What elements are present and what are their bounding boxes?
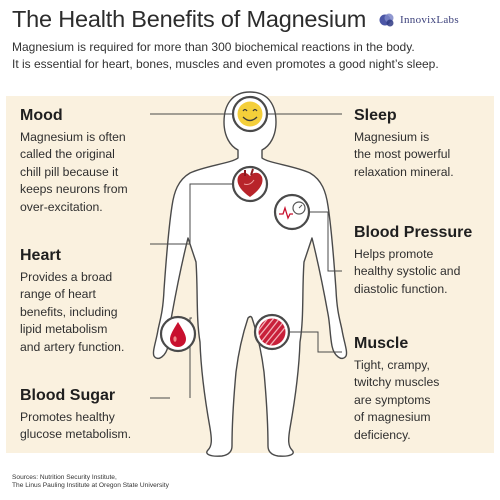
desc-line: Tight, crampy, (354, 358, 430, 372)
muscle-connector (286, 331, 342, 353)
blood-sugar-connector (189, 317, 192, 398)
sources-line: The Linus Pauling Institute at Oregon St… (12, 482, 169, 490)
desc-line: and artery function. (20, 339, 125, 354)
desc-line: chill pill because it (20, 164, 119, 179)
desc-line: range of heart (20, 287, 96, 302)
brand-logo: InnovixLabs (378, 8, 496, 32)
sources-line: Sources: Nutrition Security Institute, (12, 474, 117, 481)
desc-line: Provides a broad (20, 270, 113, 284)
desc-line: benefits, including (20, 304, 118, 319)
desc-line: deficiency. (354, 427, 411, 442)
benefit-blood-sugar: Blood Sugar Promotes healthy glucose met… (20, 386, 180, 444)
benefit-description: Magnesium is the most powerful relaxatio… (354, 129, 494, 181)
desc-line: Promotes healthy (20, 410, 115, 424)
benefit-title: Heart (20, 247, 61, 264)
page-subtitle: Magnesium is required for more than 300 … (12, 39, 492, 73)
benefit-description: Magnesium is often called the original c… (20, 129, 170, 216)
blood-drop-icon (159, 315, 197, 353)
benefit-blood-pressure: Blood Pressure Helps promote healthy sys… (354, 223, 494, 298)
benefit-title: Muscle (354, 335, 409, 352)
human-body-outline (152, 91, 348, 457)
benefit-heart: Heart Provides a broad range of heart be… (20, 246, 170, 356)
connector-lines (150, 113, 342, 399)
smiley-icon (231, 95, 269, 133)
benefit-description: Tight, crampy, twitchy muscles are sympt… (354, 357, 494, 444)
benefit-title: Blood Pressure (354, 224, 473, 241)
blood-pressure-connector (306, 211, 342, 272)
blood-pressure-gauge-icon (273, 193, 311, 231)
page-title: The Health Benefits of Magnesium (12, 6, 367, 32)
desc-line: healthy systolic and (354, 264, 461, 279)
desc-line: Helps promote (354, 247, 434, 261)
benefit-title: Blood Sugar (20, 387, 116, 404)
benefit-description: Provides a broad range of heart benefits… (20, 269, 170, 356)
subtitle-line: Magnesium is required for more than 300 … (12, 40, 415, 54)
heart-icon (231, 165, 269, 203)
benefit-title: Mood (20, 107, 63, 124)
desc-line: Magnesium is often (20, 130, 126, 144)
desc-line: Magnesium is (354, 130, 430, 144)
logo-mark-icon (379, 13, 394, 27)
desc-line: twitchy muscles (354, 375, 440, 390)
benefit-title: Sleep (354, 107, 397, 124)
desc-line: glucose metabolism. (20, 427, 132, 442)
logo-text: InnovixLabs (400, 14, 459, 26)
desc-line: over-excitation. (20, 199, 103, 214)
benefit-description: Promotes healthy glucose metabolism. (20, 409, 180, 444)
desc-line: are symptoms (354, 392, 431, 407)
desc-line: diastolic function. (354, 281, 448, 296)
desc-line: keeps neurons from (20, 182, 128, 197)
desc-line: of magnesium (354, 410, 431, 425)
sources-footnote: Sources: Nutrition Security Institute, T… (12, 474, 169, 491)
benefit-description: Helps promote healthy systolic and diast… (354, 246, 494, 298)
benefit-sleep: Sleep Magnesium is the most powerful rel… (354, 106, 494, 181)
heart-connector (150, 183, 236, 245)
benefit-mood: Mood Magnesium is often called the origi… (20, 106, 170, 216)
desc-line: called the original (20, 147, 115, 162)
desc-line: relaxation mineral. (354, 164, 454, 179)
subtitle-line: It is essential for heart, bones, muscle… (12, 57, 439, 71)
muscle-icon (253, 313, 291, 351)
benefit-muscle: Muscle Tight, crampy, twitchy muscles ar… (354, 334, 494, 444)
desc-line: lipid metabolism (20, 322, 108, 337)
desc-line: the most powerful (354, 147, 451, 162)
